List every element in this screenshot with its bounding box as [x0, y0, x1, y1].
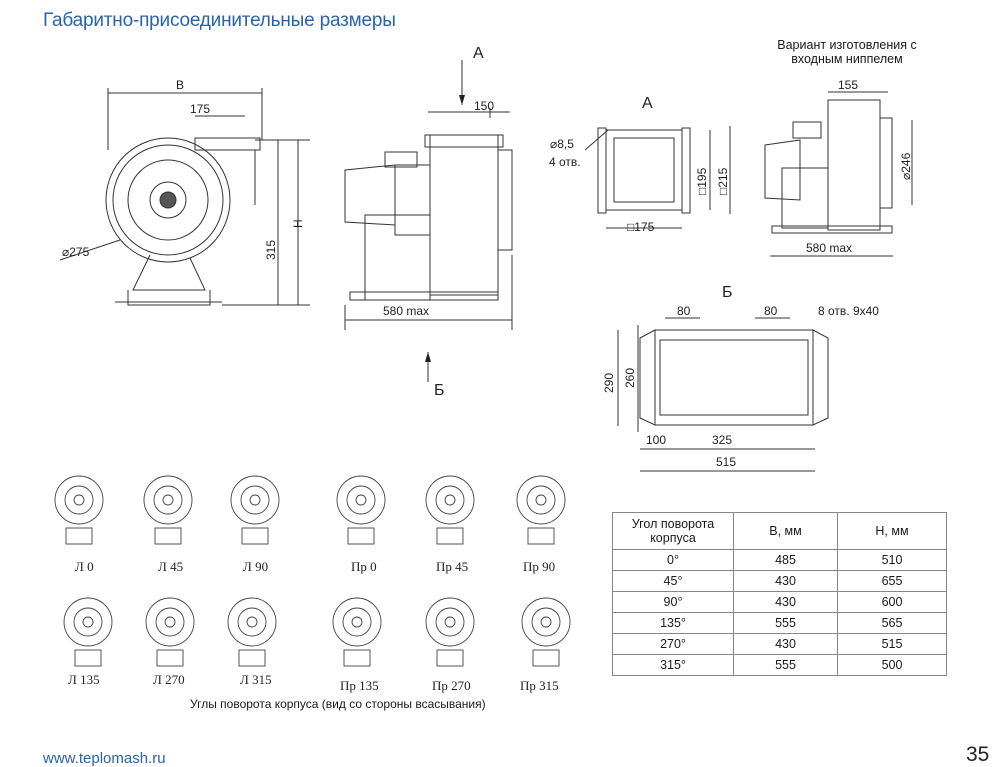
table-cell: 555 [733, 612, 838, 634]
dim-155-label: 155 [838, 78, 858, 92]
table-cell: 430 [733, 570, 838, 592]
table-cell: 600 [837, 591, 947, 613]
dim-246-label: ⌀246 [899, 152, 913, 180]
dim-290-label: 290 [602, 373, 616, 393]
label-b-side: Б [434, 382, 445, 399]
table-header: B, мм [733, 512, 838, 550]
dim-275-label: ⌀275 [62, 245, 90, 259]
table-cell: 555 [733, 654, 838, 676]
table-cell: 430 [733, 633, 838, 655]
variant-note: Вариант изготовления с входным ниппелем [777, 38, 917, 66]
dim-260-label: 260 [623, 368, 637, 388]
slots-note: 8 отв. 9x40 [818, 304, 879, 318]
dim-195-label: □195 [695, 167, 709, 195]
hole-diameter: ⌀8,5 [550, 137, 574, 151]
variant-label: Пр 270 [432, 678, 471, 693]
dim-h-label: H [291, 219, 305, 228]
table-cell: 500 [837, 654, 947, 676]
variant-label: Л 315 [240, 672, 272, 687]
hole-count: 4 отв. [549, 155, 581, 169]
dim-325-label: 325 [712, 433, 732, 447]
dim-80-right: 80 [764, 304, 778, 318]
dim-150-label: 150 [474, 99, 494, 113]
table-cell: 135° [612, 612, 734, 634]
view-b-title: Б [722, 284, 733, 301]
front-view [59, 88, 310, 306]
table-header: H, мм [837, 512, 947, 550]
dim-580-nipple: 580 max [806, 241, 852, 255]
label-a-side: A [473, 45, 484, 62]
dim-315-label: 315 [264, 240, 278, 260]
view-a-title: A [642, 95, 653, 112]
variant-icons [54, 475, 571, 667]
table-cell: 90° [612, 591, 734, 613]
variant-label: Л 90 [243, 559, 268, 574]
table-cell: 430 [733, 591, 838, 613]
variant-label: Пр 90 [523, 559, 555, 574]
table-cell: 45° [612, 570, 734, 592]
variant-label: Пр 45 [436, 559, 468, 574]
table-cell: 270° [612, 633, 734, 655]
dim-100-label: 100 [646, 433, 666, 447]
variant-label: Пр 315 [520, 678, 559, 693]
page-title: Габаритно-присоединительные размеры [43, 10, 396, 31]
variants-caption: Углы поворота корпуса (вид со стороны вс… [190, 697, 486, 711]
dim-515-label: 515 [716, 455, 736, 469]
variant-label: Л 0 [75, 559, 94, 574]
table-cell: 485 [733, 549, 838, 571]
dim-80-left: 80 [677, 304, 691, 318]
variant-label: Л 270 [153, 672, 185, 687]
table-cell: 655 [837, 570, 947, 592]
table-header-row: Угол поворота корпуса B, мм H, мм [612, 512, 947, 550]
variant-label: Пр 135 [340, 678, 379, 693]
variant-label: Л 135 [68, 672, 100, 687]
dim-175-front: 175 [190, 102, 210, 116]
nipple-variant-view [764, 91, 913, 257]
footer-link[interactable]: www.teplomash.ru [43, 750, 166, 767]
table-cell: 565 [837, 612, 947, 634]
table-header: Угол поворота корпуса [612, 512, 734, 550]
dim-b-label: B [176, 78, 184, 92]
variant-label: Пр 0 [351, 559, 377, 574]
table-cell: 510 [837, 549, 947, 571]
dim-215-label: □215 [716, 167, 730, 195]
page-number: 35 [966, 743, 990, 766]
table-cell: 515 [837, 633, 947, 655]
dim-580-side: 580 max [383, 304, 429, 318]
variant-label: Л 45 [158, 559, 183, 574]
view-b [617, 317, 829, 472]
view-a [584, 126, 731, 229]
table-cell: 0° [612, 549, 734, 571]
table-cell: 315° [612, 654, 734, 676]
dim-175-a: □175 [627, 220, 655, 234]
